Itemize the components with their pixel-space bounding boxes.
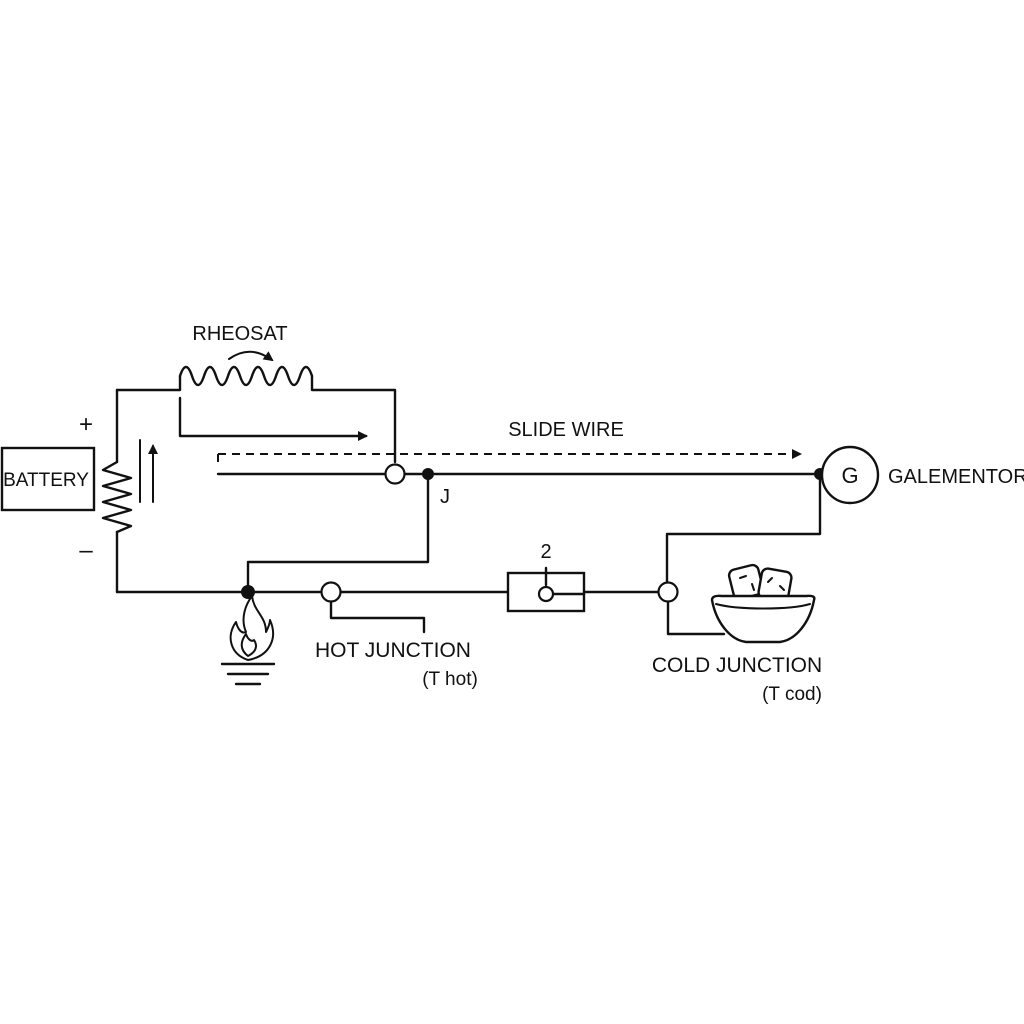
battery-cell-coil — [101, 460, 133, 534]
slide-contact-node — [384, 463, 406, 485]
galvanometer-g-label: G — [841, 463, 858, 488]
flame-icon — [229, 595, 275, 661]
hot-junction-lead — [329, 600, 426, 634]
galvanometer-return-wire — [665, 478, 822, 584]
cold-junction-lead — [666, 600, 726, 636]
ground-icon — [220, 662, 276, 686]
battery-label: BATTERY — [3, 470, 89, 491]
galvanometer-symbol — [820, 445, 880, 505]
rheostat-adjust-arrow — [228, 350, 274, 362]
ice-bowl-icon — [710, 563, 816, 644]
galvanometer-label: GALEMENTOR — [888, 466, 1024, 488]
rheostat-right-lead — [310, 374, 397, 464]
switch-2: 2 — [506, 541, 586, 613]
rheostat-label: RHEOSAT — [192, 323, 287, 345]
switch-number-label: 2 — [540, 541, 551, 563]
rheostat-slider-arrow — [178, 396, 368, 441]
battery: BATTERY — [0, 446, 96, 512]
j-to-hot-wire — [246, 472, 430, 594]
cold-junction-label: COLD JUNCTION — [652, 654, 822, 677]
cold-junction-temp-label: (T cod) — [762, 684, 822, 705]
rheostat-left-lead — [115, 374, 182, 392]
battery-plus-label: + — [79, 411, 93, 438]
battery-box — [0, 446, 96, 512]
cold-junction-terminal — [657, 581, 679, 603]
hot-junction-label: HOT JUNCTION — [315, 639, 471, 662]
hot-junction-temp-label: (T hot) — [422, 669, 478, 690]
switch-contact — [537, 585, 555, 603]
junction-j-label: J — [440, 486, 450, 508]
rheostat-coil — [178, 365, 314, 387]
slide-wire-label: SLIDE WIRE — [508, 419, 624, 441]
battery-minus-label: – — [79, 537, 93, 564]
hot-junction-terminal — [320, 581, 342, 603]
